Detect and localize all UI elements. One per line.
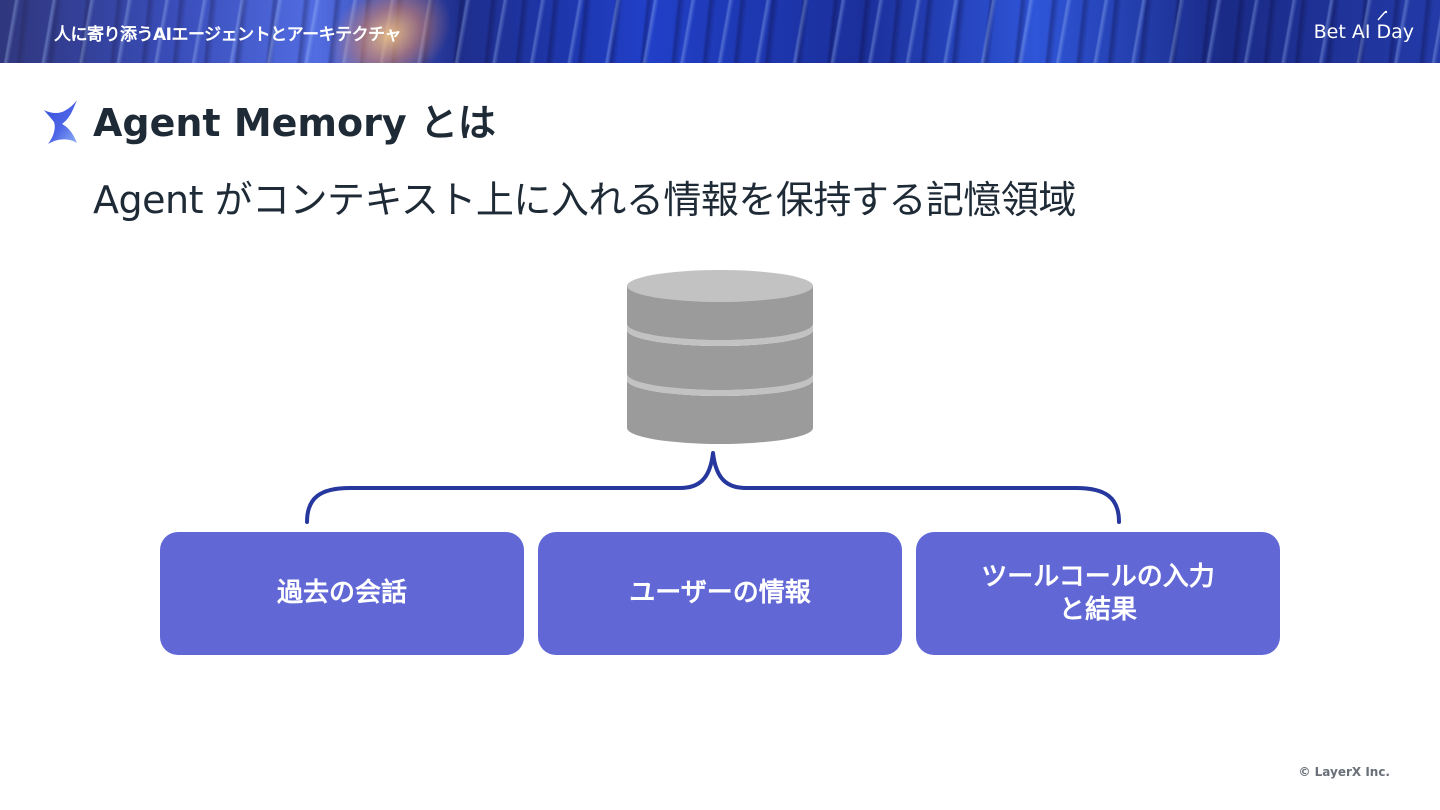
memory-box-user-info: ユーザーの情報 [538, 532, 902, 655]
banner-fade [0, 0, 1440, 63]
curly-brace-connector [305, 451, 1121, 524]
brand-logo: Bet AI Day [1313, 10, 1414, 43]
banner-streaks [0, 0, 1440, 63]
box-label: 過去の会話 [276, 578, 407, 608]
slide-subheading: Agent がコンテキスト上に入れる情報を保持する記憶領域 [93, 178, 1076, 222]
memory-box-past-conversations: 過去の会話 [160, 532, 524, 655]
presentation-title: 人に寄り添うAIエージェントとアーキテクチャ [54, 25, 401, 45]
box-label: ユーザーの情報 [629, 578, 811, 608]
box-label: ツールコールの入力 と結果 [981, 561, 1215, 625]
brand-text: Bet AI Day [1313, 21, 1414, 43]
copyright-notice: © LayerX Inc. [1298, 765, 1390, 779]
slide-heading: Agent Memory とは [93, 101, 496, 145]
sparkle-star-icon [44, 100, 77, 144]
header-banner: 人に寄り添うAIエージェントとアーキテクチャ Bet AI Day [0, 0, 1440, 63]
database-icon [627, 270, 813, 444]
spark-icon [1377, 10, 1387, 21]
memory-box-tool-calls: ツールコールの入力 と結果 [916, 532, 1280, 655]
